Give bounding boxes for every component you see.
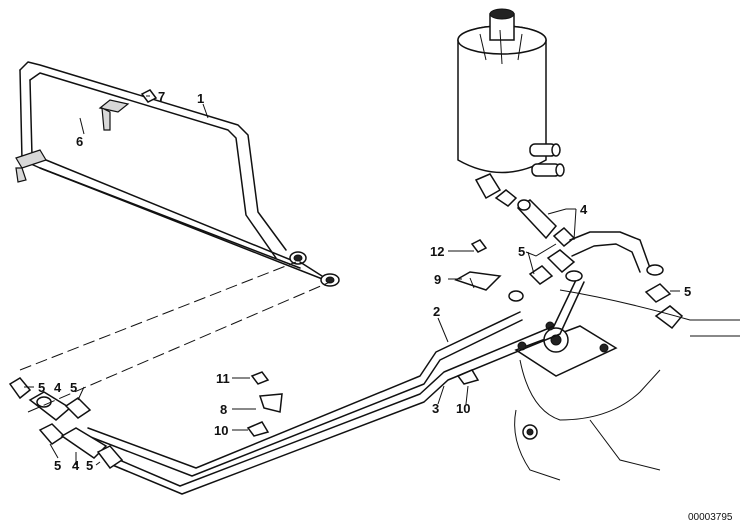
callout-7: 7 [158, 89, 165, 104]
pressure-and-return-pipes [87, 270, 585, 495]
callout-4-left-2: 4 [72, 458, 80, 473]
pipe-bracket-9 [454, 271, 502, 291]
callout-5-left-4: 5 [86, 458, 93, 473]
callout-4-top: 4 [580, 202, 588, 217]
callout-5-left-2: 5 [70, 380, 77, 395]
washer-10-right [456, 369, 480, 385]
callout-labels: 1 7 6 4 5 12 9 5 2 3 10 11 8 10 5 4 5 5 … [38, 89, 691, 473]
callout-4-left-1: 4 [54, 380, 62, 395]
callout-11: 11 [216, 371, 230, 386]
callout-5-left-1: 5 [38, 380, 45, 395]
power-steering-reservoir [457, 8, 565, 200]
callout-12: 12 [430, 244, 444, 259]
callout-10-left: 10 [214, 423, 228, 438]
bracket-8 [258, 393, 283, 413]
cap-12 [470, 239, 488, 253]
callout-8: 8 [220, 402, 227, 417]
callout-2: 2 [433, 304, 440, 319]
cooling-loop-pipe-1 [15, 61, 340, 287]
hose-clamp-set-left [8, 377, 124, 470]
steering-gear-box [514, 283, 740, 481]
callout-10-right: 10 [456, 401, 470, 416]
washer-10-left [246, 421, 270, 437]
callout-5-top: 5 [518, 244, 525, 259]
reservoir-hose-set [494, 189, 664, 285]
callout-6: 6 [76, 134, 83, 149]
callout-1: 1 [197, 91, 204, 106]
callout-9: 9 [434, 272, 441, 287]
document-number: 00003795 [688, 512, 733, 523]
callout-5-left-3: 5 [54, 458, 61, 473]
nut-11 [250, 371, 270, 385]
leader-lines [24, 95, 680, 466]
callout-3: 3 [432, 401, 439, 416]
callout-5-right: 5 [684, 284, 691, 299]
alignment-lines [19, 261, 331, 413]
